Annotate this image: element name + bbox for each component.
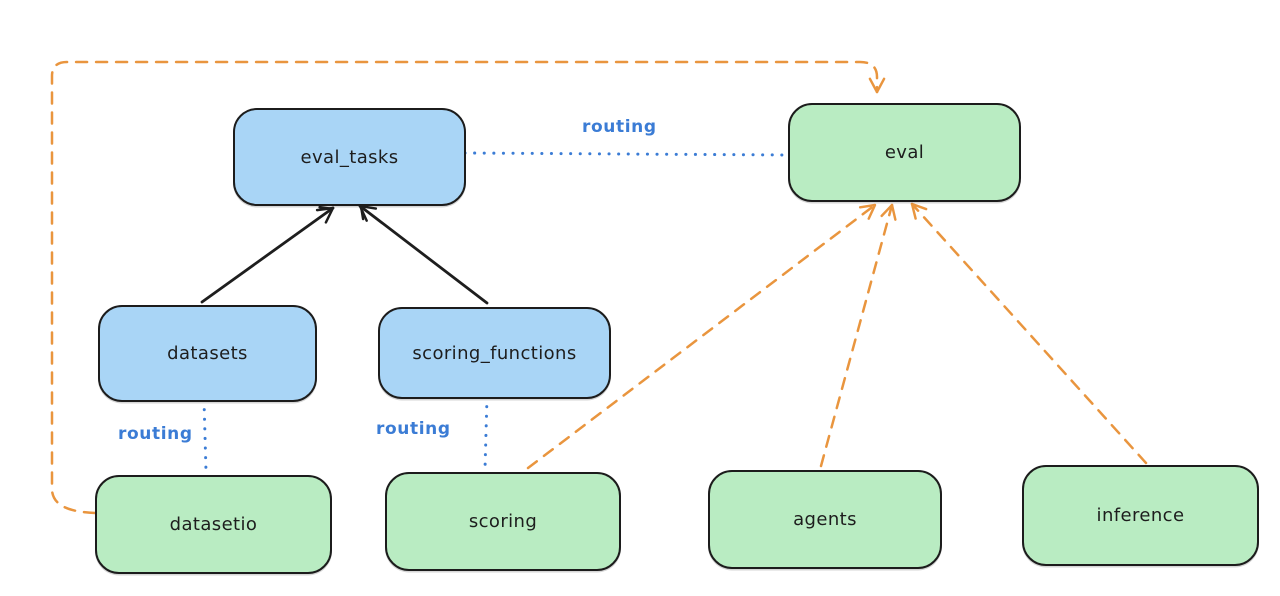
routing-label-scoring-functions-scoring: routing bbox=[376, 419, 451, 439]
node-scoring-functions: scoring_functions bbox=[378, 307, 611, 399]
edge-datasets-to-datasetio-routing bbox=[202, 398, 208, 473]
node-inference-label: inference bbox=[1096, 505, 1185, 526]
node-datasetio: datasetio bbox=[95, 475, 332, 574]
edge-datasetio-to-eval bbox=[50, 60, 886, 515]
edge-eval-tasks-to-eval-routing bbox=[463, 151, 788, 157]
edge-inference-to-eval bbox=[910, 202, 1148, 465]
routing-label-datasets-datasetio: routing bbox=[118, 424, 193, 444]
node-datasetio-label: datasetio bbox=[169, 514, 258, 535]
edge-agents-to-eval bbox=[819, 203, 897, 468]
node-eval-label: eval bbox=[884, 142, 925, 163]
edge-scoring-functions-to-scoring-routing bbox=[483, 395, 489, 471]
node-datasets-label: datasets bbox=[167, 343, 248, 364]
node-inference: inference bbox=[1022, 465, 1259, 566]
node-datasets: datasets bbox=[98, 305, 317, 402]
node-eval-tasks: eval_tasks bbox=[233, 108, 466, 206]
node-scoring: scoring bbox=[385, 472, 621, 571]
node-agents-label: agents bbox=[793, 509, 857, 530]
node-eval: eval bbox=[788, 103, 1021, 202]
node-eval-tasks-label: eval_tasks bbox=[300, 146, 399, 168]
node-scoring-label: scoring bbox=[468, 511, 538, 532]
edge-datasets-to-eval-tasks bbox=[200, 205, 335, 304]
edge-scoring-functions-to-eval-tasks bbox=[358, 204, 489, 305]
node-scoring-functions-label: scoring_functions bbox=[412, 342, 577, 364]
routing-label-eval-tasks-eval: routing bbox=[582, 117, 657, 137]
node-agents: agents bbox=[708, 470, 942, 569]
edge-scoring-to-eval bbox=[526, 203, 877, 470]
